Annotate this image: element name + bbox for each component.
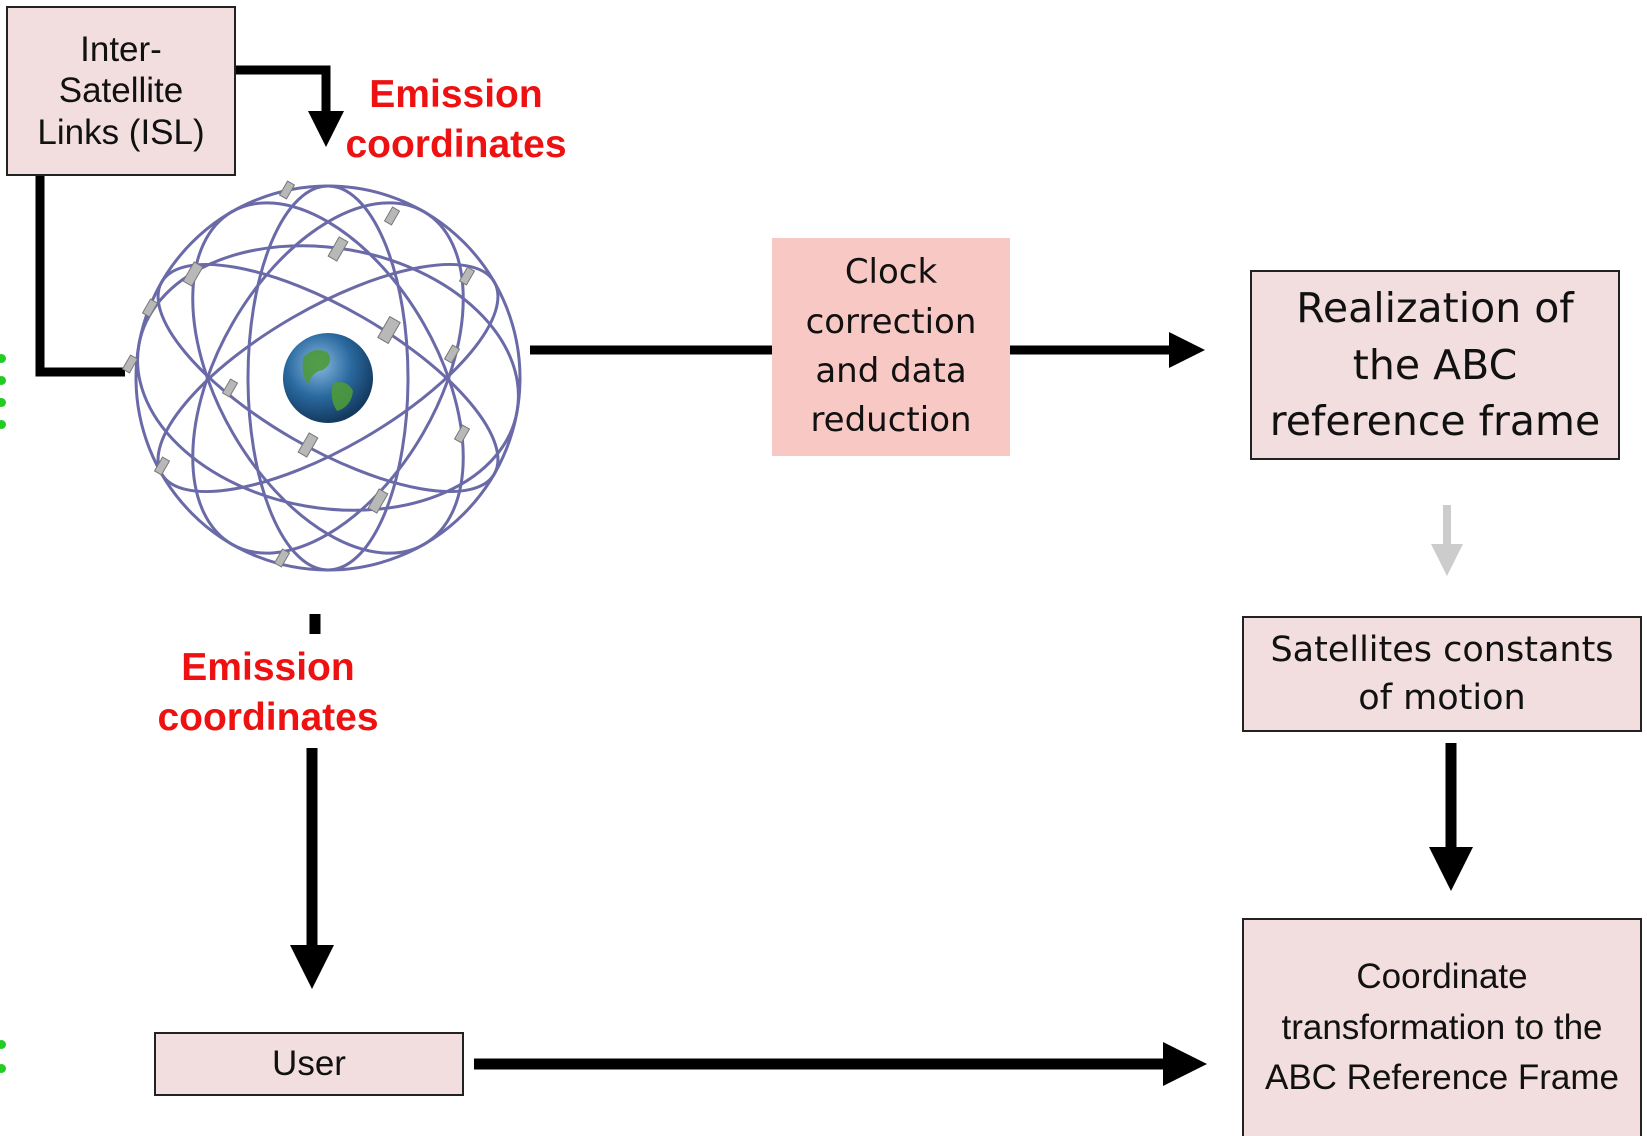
user-label: User [272,1044,346,1084]
user-box: User [154,1032,464,1096]
emission-coordinates-bottom-label: Emission coordinates [157,646,379,739]
constants-box: Satellites constants of motion [1242,616,1642,732]
coordinate-transformation-box: Coordinate transformation to the ABC Ref… [1242,918,1642,1136]
satellite-icons [121,180,476,568]
coordinate-transformation-label: Coordinate transformation to the ABC Ref… [1264,956,1620,1098]
constants-label: Satellites constants of motion [1270,629,1614,718]
realization-label: Realization of the ABC reference frame [1269,284,1601,446]
satellite-constellation-icon [121,180,522,572]
isl-box: Inter-Satellite Links (ISL) [6,6,236,176]
clock-correction-box: Clock correction and data reduction [772,238,1010,456]
isl-label: Inter-Satellite Links (ISL) [37,30,205,152]
isl-to-constellation-connector [35,176,125,377]
emission-coordinates-top-label: Emission coordinates [345,73,567,166]
realization-box: Realization of the ABC reference frame [1250,270,1620,460]
clock-correction-label: Clock correction and data reduction [805,252,977,441]
earth-icon [283,333,373,423]
isl-to-emission-arrow [236,65,344,147]
